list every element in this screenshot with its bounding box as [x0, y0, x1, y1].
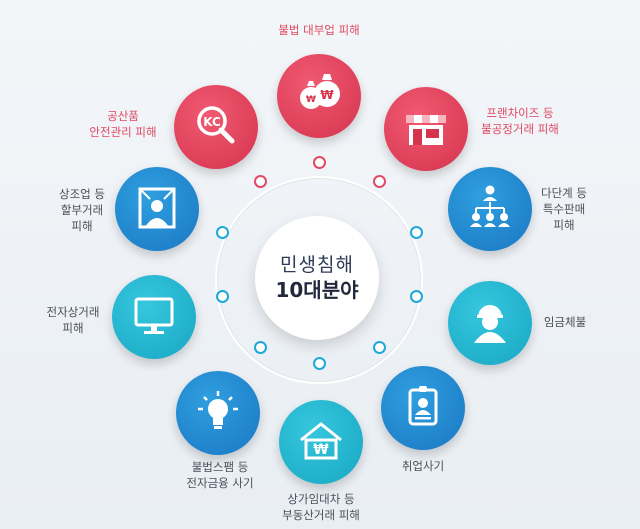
category-label: 불법스팸 등 전자금융 사기	[186, 460, 254, 490]
category-node-multilevel	[448, 167, 532, 251]
category-node-wage-arrears	[448, 281, 532, 365]
ring-dot	[373, 175, 386, 188]
kc-magnifier-icon: KC	[190, 99, 242, 155]
portrait-frame-icon	[131, 181, 183, 237]
category-label: 다단계 등 특수판매 피해	[541, 186, 587, 232]
org-chart-icon	[464, 181, 516, 237]
category-label: 프랜차이즈 등 불공정거래 피해	[481, 106, 559, 136]
ring-dot	[313, 357, 326, 370]
svg-text:KC: KC	[203, 115, 221, 129]
center-title: 민생침해	[280, 254, 354, 276]
connector-ring	[215, 176, 423, 384]
category-node-funeral-installment	[115, 167, 199, 251]
center-badge: 민생침해 10대분야	[255, 216, 379, 340]
category-label: 공산품 안전관리 피해	[89, 109, 157, 139]
category-node-spam-fraud	[176, 371, 260, 455]
storefront-icon	[400, 101, 452, 157]
worker-icon	[464, 295, 516, 351]
category-label: 임금체불	[543, 315, 587, 329]
house-won-icon: ₩	[295, 414, 347, 470]
category-label: 상가임대차 등 부동산거래 피해	[282, 492, 360, 522]
ring-dot	[313, 156, 326, 169]
ring-dot	[410, 226, 423, 239]
category-node-ecommerce	[112, 275, 196, 359]
ring-dot	[410, 290, 423, 303]
category-label: 상조업 등 할부거래 피해	[59, 187, 105, 233]
ring-dot	[254, 341, 267, 354]
svg-text:₩: ₩	[320, 88, 334, 102]
category-label: 불법 대부업 피해	[278, 23, 360, 37]
ring-dot	[254, 175, 267, 188]
ring-dot	[373, 341, 386, 354]
category-node-job-fraud	[381, 366, 465, 450]
svg-text:₩: ₩	[306, 95, 316, 105]
category-label: 취업사기	[401, 459, 445, 473]
ring-dot	[216, 226, 229, 239]
category-node-product-safety: KC	[174, 85, 258, 169]
ring-dot	[216, 290, 229, 303]
category-node-illegal-lending: ₩ ₩	[277, 54, 361, 138]
center-subtitle: 10대분야	[275, 278, 359, 302]
money-bags-icon: ₩ ₩	[293, 68, 345, 124]
category-node-real-estate: ₩	[279, 400, 363, 484]
svg-text:₩: ₩	[313, 442, 329, 458]
id-badge-icon	[397, 380, 449, 436]
monitor-icon	[128, 289, 180, 345]
category-label: 전자상거래 피해	[46, 305, 100, 335]
lightbulb-icon	[192, 385, 244, 441]
category-node-franchise	[384, 87, 468, 171]
